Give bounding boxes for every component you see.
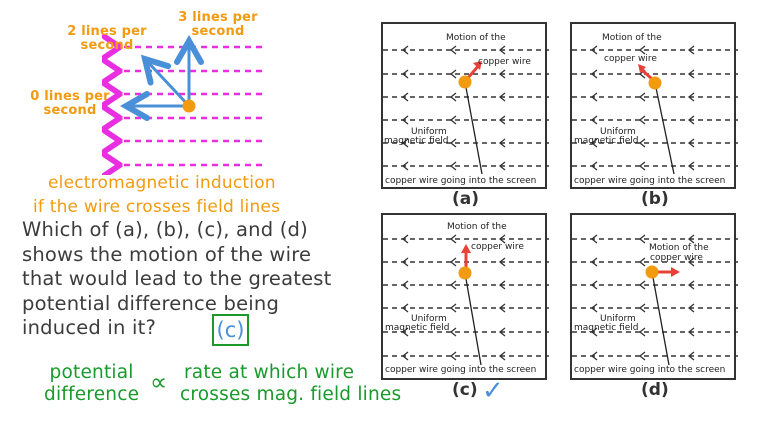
question-text: Which of (a), (b), (c), and (d) shows th… (22, 218, 332, 341)
motion-label: Motion of the (446, 33, 506, 43)
intro-diagram: 2 lines per second 3 lines per second 0 … (0, 0, 270, 175)
field-arrowheads (401, 45, 506, 171)
question-line: Which of (a), (b), (c), and (d) (22, 218, 308, 241)
field-label-2: magnetic field (385, 323, 450, 333)
proportional-symbol: ∝ (150, 368, 168, 396)
motion-label: Motion of the (602, 33, 662, 43)
field-label: Uniform (411, 314, 447, 324)
field-label-2: magnetic field (384, 136, 449, 146)
wire-dot (648, 76, 662, 90)
panel-b: Motion of the copper wire Uniform magnet… (570, 22, 738, 189)
answer-box: (c) (212, 314, 249, 346)
relation-right-line-2: crosses mag. field lines (180, 384, 402, 405)
motion-label-2: copper wire (471, 242, 524, 252)
field-label: Uniform (600, 127, 636, 137)
wire-pointer (464, 81, 483, 175)
answer-text: (c) (216, 318, 245, 342)
wire-dot (458, 75, 472, 89)
question-line: shows the motion of the wire (22, 242, 312, 266)
wire-pointer (464, 272, 482, 366)
motion-label: Motion of the (447, 222, 507, 232)
motion-arrow (640, 68, 654, 81)
wire-pointer (654, 82, 675, 175)
question-line: that would lead to the greatest (22, 267, 332, 290)
diagonal-arrow (145, 59, 191, 108)
panel-d-diagram (572, 234, 738, 366)
question-line: induced in it? (22, 316, 156, 339)
motion-label-2: copper wire (650, 253, 703, 263)
panel-a: Motion of the copper wire Uniform magnet… (381, 22, 549, 189)
motion-label-2: copper wire (478, 57, 531, 67)
relation-left-line-2: difference (44, 384, 140, 405)
motion-arrows (126, 41, 189, 106)
wire-dot (182, 99, 196, 113)
label-2-lines: 2 lines per second (67, 24, 147, 53)
field-label: Uniform (600, 314, 636, 324)
field-arrowheads (590, 234, 695, 361)
relation-left: potential difference (44, 362, 139, 406)
panel-c-diagram (383, 234, 549, 366)
field-arrowheads (401, 234, 506, 361)
field-label: Uniform (411, 127, 447, 137)
label-3-lines: 3 lines per second (178, 10, 258, 39)
wire-pointer (651, 271, 670, 366)
relation-right: rate at which wire crosses mag. field li… (180, 362, 401, 406)
motion-label-2: copper wire (604, 54, 657, 64)
motion-label: Motion of the (649, 243, 709, 253)
check-mark-icon: ✓ (482, 376, 504, 406)
question-line: potential difference being (22, 291, 280, 315)
field-arrowheads (590, 45, 695, 171)
panel-a-label: (a) (452, 189, 480, 209)
field-lines-diagram (0, 0, 262, 175)
panel-c: Motion of the copper wire Uniform magnet… (381, 213, 549, 380)
wire-label: copper wire going into the screen (574, 365, 726, 375)
wire-dot (645, 265, 659, 279)
wire-label: copper wire going into the screen (385, 176, 537, 186)
panel-b-diagram (572, 45, 738, 175)
relation-left-line-1: potential (49, 362, 134, 383)
heading-line-2: if the wire crosses field lines (33, 197, 281, 217)
wire-label: copper wire going into the screen (574, 176, 726, 186)
wire-dot (458, 266, 472, 280)
panel-b-label: (b) (641, 189, 669, 209)
panel-a-diagram (383, 45, 549, 175)
panel-d-label: (d) (641, 380, 669, 400)
heading-line-1: electromagnetic induction (48, 173, 276, 193)
panel-c-label: (c) (452, 380, 478, 400)
field-label-2: magnetic field (574, 323, 639, 333)
field-label-2: magnetic field (574, 136, 639, 146)
relation-right-line-1: rate at which wire (184, 362, 355, 383)
panel-d: Motion of the copper wire Uniform magnet… (570, 213, 738, 380)
label-0-lines: 0 lines per second (30, 89, 110, 118)
wire-label: copper wire going into the screen (385, 365, 537, 375)
